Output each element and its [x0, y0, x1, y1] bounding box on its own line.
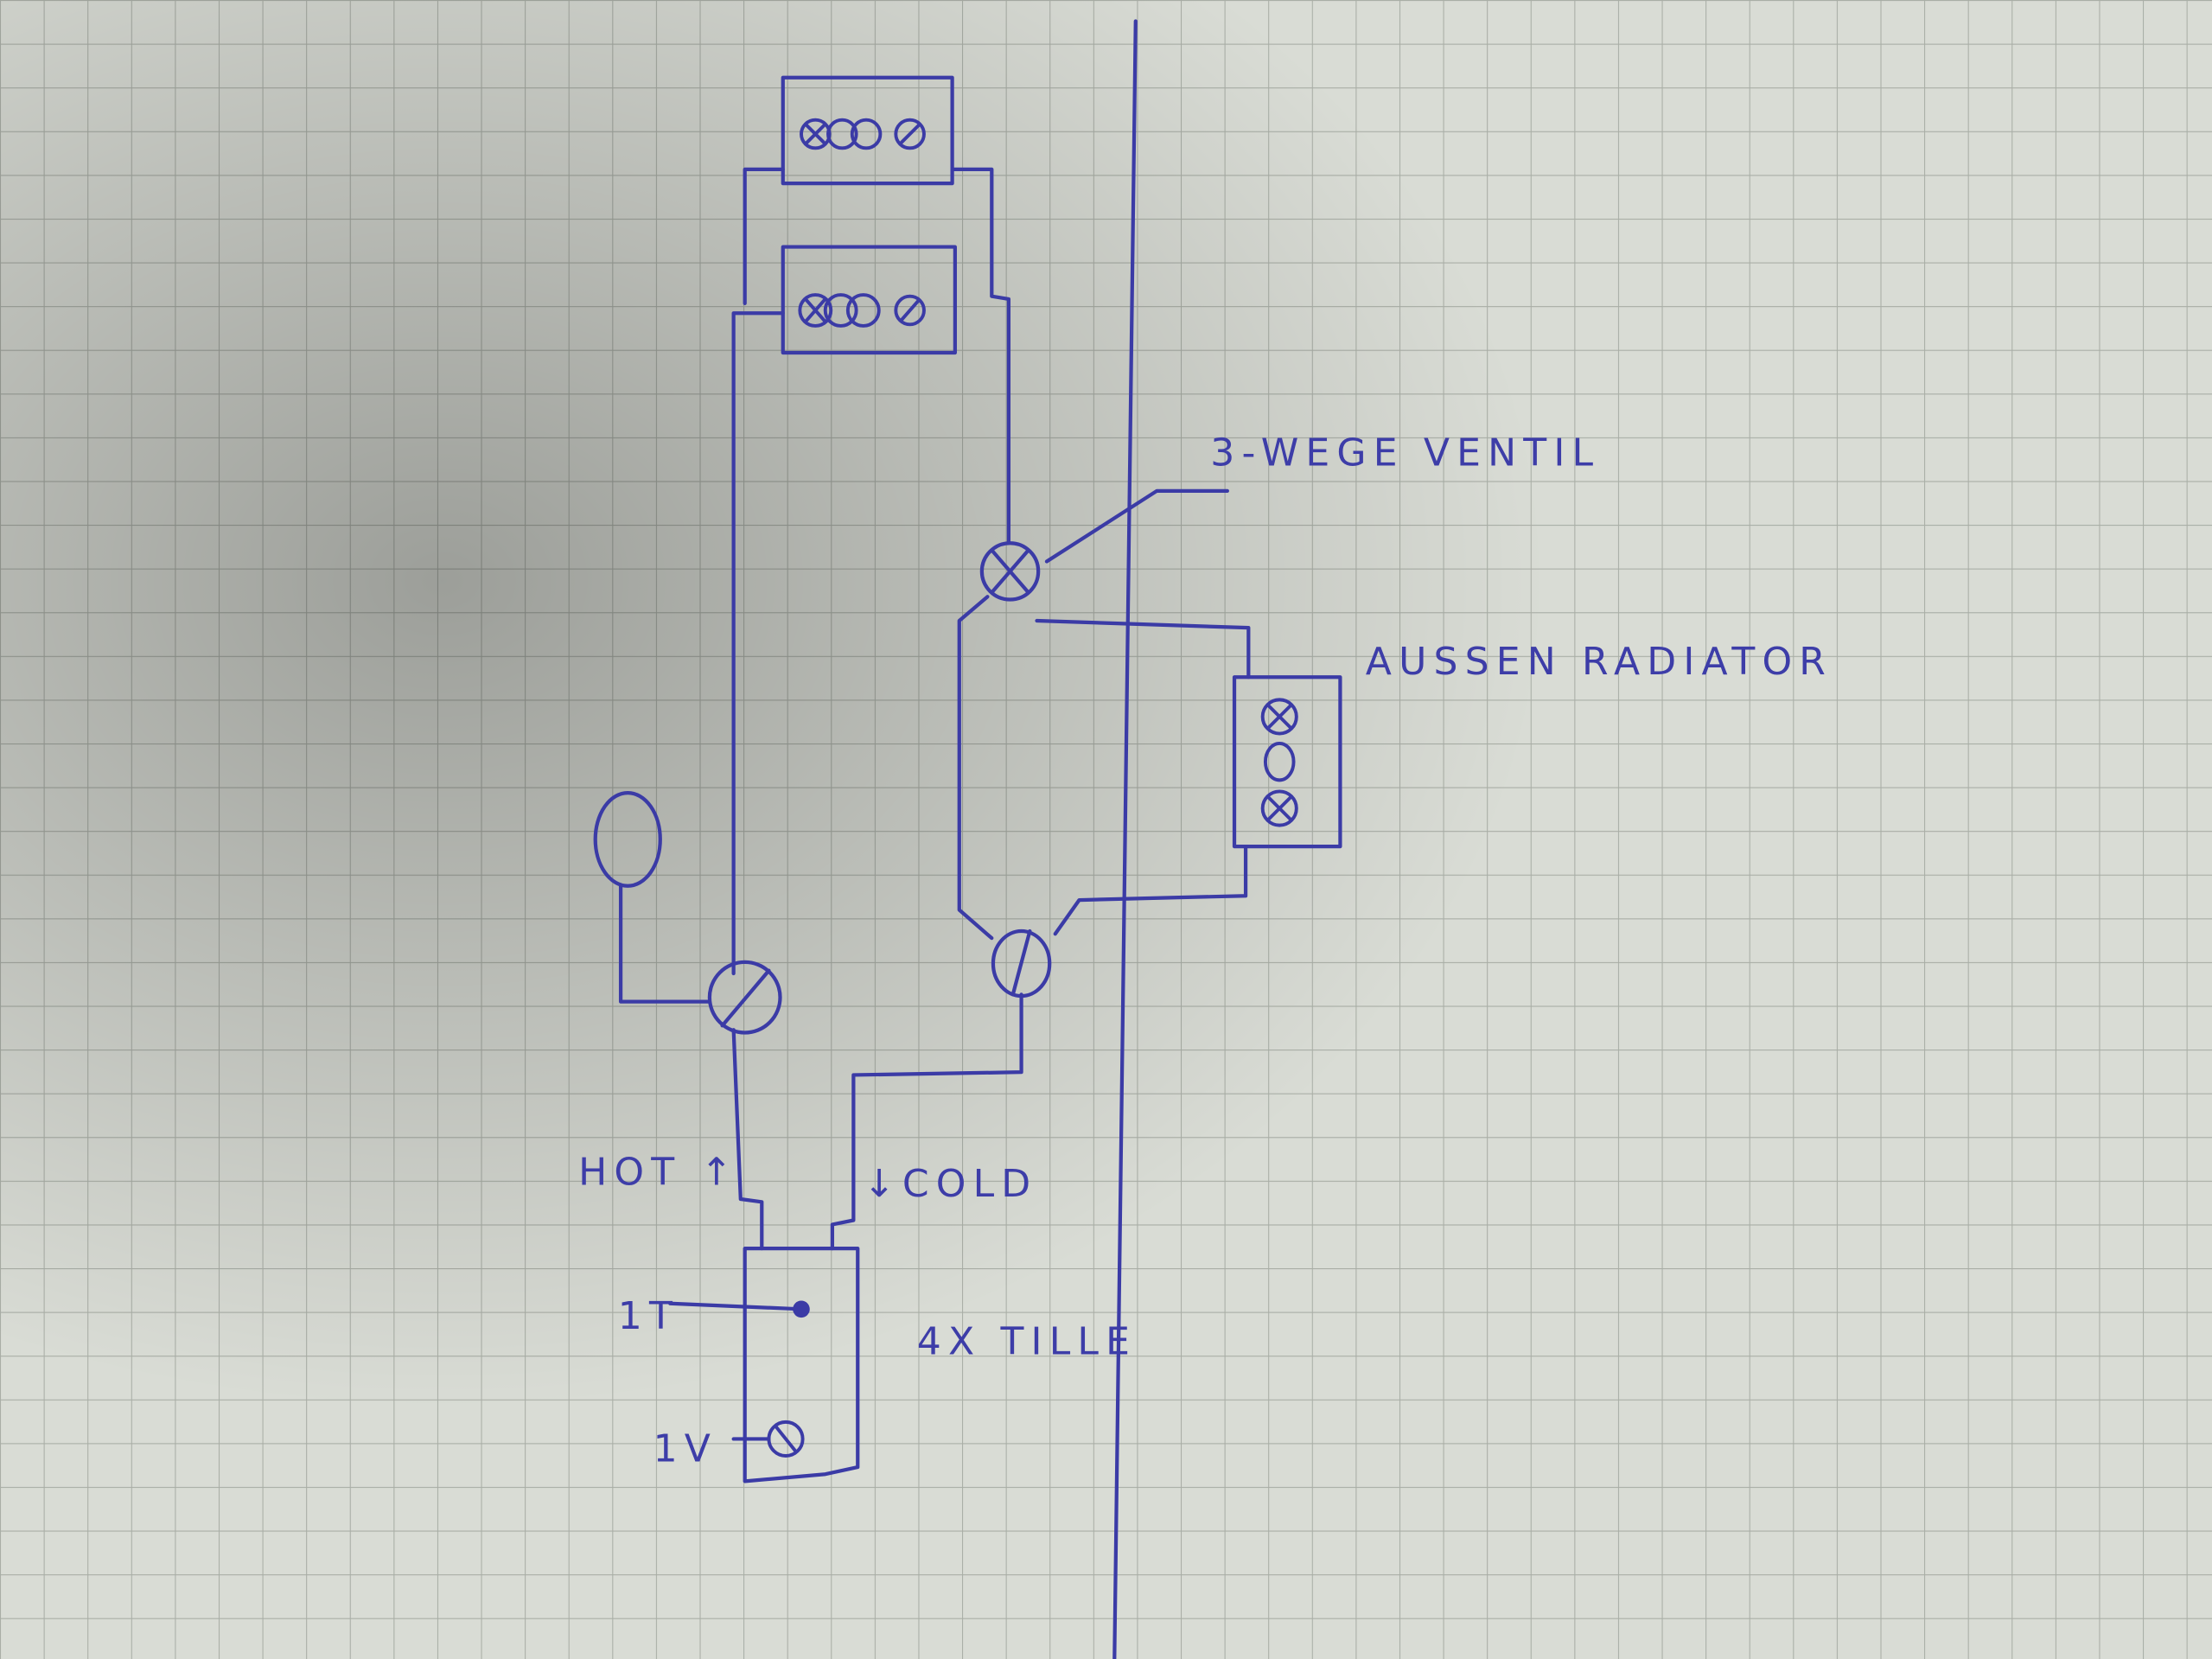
label-cold: ↓COLD: [864, 1162, 1038, 1206]
valve-leader: [1044, 488, 1229, 564]
pipe-radiator-return: [1053, 844, 1248, 936]
pump-left-icon: [707, 960, 782, 1035]
label-sensor-t: 1T: [618, 1294, 679, 1338]
label-radiator: AUSSEN RADIATOR: [1366, 640, 1833, 684]
radiator-icon: [1232, 675, 1342, 849]
tank-icon: [668, 1247, 860, 1484]
collector-top: [781, 75, 954, 186]
pump-right-icon: [991, 928, 1052, 999]
label-sensor-v: 1V: [653, 1427, 717, 1471]
pipe-bypass: [957, 595, 994, 941]
label-hot: HOT ↑: [578, 1151, 739, 1195]
label-valve: 3-WEGE VENTIL: [1210, 431, 1600, 475]
pipe-right: [950, 167, 1011, 546]
three-way-valve-icon: [979, 541, 1041, 602]
pipe-cold: [830, 992, 1023, 1251]
divider-line: [1112, 19, 1138, 1659]
expansion-vessel-icon: [593, 790, 662, 888]
collector-bottom: [781, 245, 957, 355]
expansion-line: [618, 884, 711, 1004]
pipe-radiator-supply: [1035, 618, 1251, 680]
pipe-left: [731, 167, 785, 1251]
label-tank: 4X TILLE: [917, 1320, 1137, 1364]
